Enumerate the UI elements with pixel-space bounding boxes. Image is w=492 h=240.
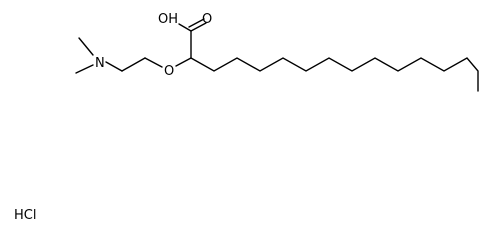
acid-o-label: O	[202, 12, 212, 27]
amine-n-label: N	[95, 56, 105, 71]
acid-oh-label: OH	[158, 12, 178, 27]
carboxyl-oh-bond	[178, 23, 192, 32]
n-ch2-bond	[105, 61, 123, 72]
n-methyl-upper-bond	[78, 37, 94, 56]
n-methyl-lower-bond	[75, 64, 94, 74]
alkyl-tail-chain	[190, 57, 479, 92]
ch2-ch2-bond	[121, 57, 146, 72]
carbonyl-double-bond-a	[190, 22, 207, 32]
ch2-o-bond	[144, 57, 163, 68]
ether-o-label: O	[164, 64, 174, 79]
counterion-label: HCl	[14, 208, 36, 223]
o-alpha-carbon-bond	[175, 57, 192, 67]
carbonyl-double-bond-b	[188, 18, 205, 28]
